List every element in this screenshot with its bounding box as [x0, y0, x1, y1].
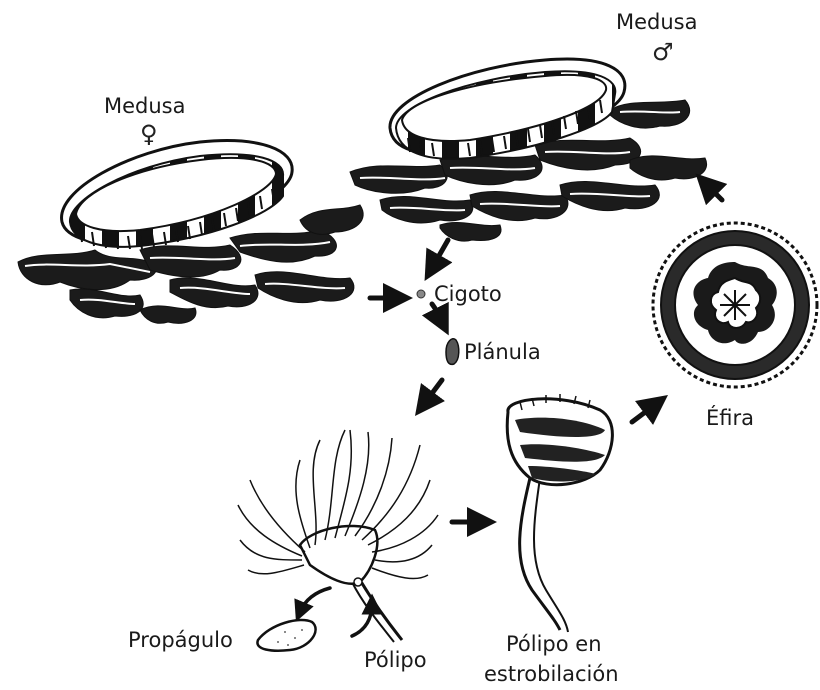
- medusa-male-illustration: [350, 59, 707, 241]
- polipo-estrobilacion-label-line1: Pólipo en: [506, 634, 602, 655]
- zygote-dot-icon: [417, 290, 425, 298]
- arrow-icon: [632, 404, 656, 422]
- male-symbol: ♂: [652, 40, 674, 64]
- arrow-icon: [706, 184, 722, 200]
- propagulo-label: Propágulo: [128, 630, 233, 651]
- medusa-male-label: Medusa: [616, 12, 698, 33]
- strobila-illustration: [507, 394, 612, 632]
- arrow-icon: [432, 304, 442, 322]
- medusa-female-illustration: [18, 141, 363, 324]
- planula-icon: [446, 339, 459, 365]
- medusa-female-label: Medusa: [104, 96, 186, 117]
- female-symbol: ♀: [140, 122, 158, 146]
- cigoto-label: Cigoto: [434, 284, 502, 305]
- propagulo-illustration: [257, 620, 315, 651]
- arrow-icon: [424, 380, 442, 404]
- polipo-estrobilacion-label-line2: estrobilación: [484, 664, 619, 685]
- polipo-illustration: [238, 430, 438, 642]
- efira-label: Éfira: [706, 408, 754, 429]
- arrow-icon: [300, 588, 330, 612]
- arrow-icon: [432, 240, 448, 268]
- efira-illustration: [653, 223, 817, 387]
- planula-label: Plánula: [464, 342, 541, 363]
- polipo-label: Pólipo: [364, 650, 427, 671]
